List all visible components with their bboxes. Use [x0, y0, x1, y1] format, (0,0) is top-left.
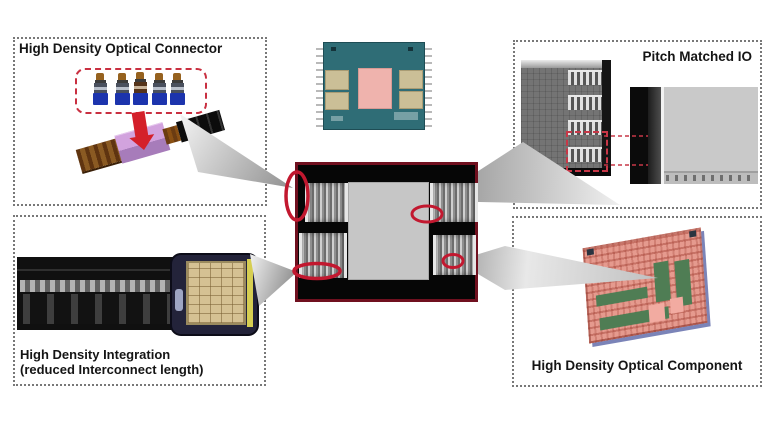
die-edge-strip — [247, 259, 253, 327]
interposer-board-photo — [323, 42, 425, 130]
die-photo — [170, 253, 259, 336]
board-fiducial — [331, 47, 336, 51]
connector-base — [92, 93, 108, 105]
connector-body — [115, 83, 129, 93]
io-photo-gray-bar — [648, 87, 661, 184]
io-comb-row — [568, 95, 603, 110]
connector-cap — [96, 73, 104, 80]
connector-collar — [171, 80, 183, 83]
callout-box-pitch-matched-io: Pitch Matched IO — [513, 40, 762, 209]
optical-connector-item — [151, 73, 167, 106]
board-pad-strip-right — [425, 47, 432, 127]
connector-collar — [153, 80, 165, 83]
highlight-ellipse-bottom-right — [441, 253, 465, 269]
connector-collar — [94, 80, 106, 83]
connector-body — [93, 83, 107, 93]
package-chiplet-bottom-right — [433, 235, 476, 275]
package-diagram — [295, 162, 478, 302]
callout-box-optical-component: High Density Optical Component — [512, 216, 762, 387]
connector-body — [133, 81, 147, 94]
highlight-ellipse-center-right — [410, 204, 444, 224]
connector-cap — [118, 73, 126, 80]
sem-right-edge — [602, 60, 611, 176]
connector-base — [169, 93, 185, 105]
chip-green-bar — [652, 260, 672, 303]
connector-base — [114, 93, 130, 105]
board-fiducial — [408, 47, 413, 51]
board-pad-strip-left — [316, 47, 323, 127]
io-photo-die-area — [664, 87, 758, 184]
optical-connector-item — [169, 73, 185, 106]
callout-box-optical-connector: High Density Optical Connector — [13, 37, 267, 206]
io-edge-photo — [630, 87, 758, 184]
box-title-integration-line1: High Density Integration — [20, 347, 171, 362]
chip-green-bar — [595, 286, 649, 307]
board-gold-pad — [399, 70, 423, 89]
chip-corner-dot — [586, 248, 594, 256]
board-gold-pad — [399, 91, 423, 109]
board-gold-pad — [325, 92, 349, 110]
connector-body — [152, 83, 166, 93]
chip-corner-dot — [689, 230, 697, 238]
connector-cap — [155, 73, 163, 80]
optical-connector-item — [114, 73, 130, 106]
io-photo-dark-bar — [630, 87, 648, 184]
cross-section-layer-line — [17, 269, 253, 271]
highlight-ellipse-left-edge — [284, 170, 310, 222]
connector-body — [170, 83, 184, 93]
die-photo-glint — [175, 289, 183, 311]
optical-connector-item — [92, 73, 108, 106]
connector-base — [132, 93, 148, 105]
box-title-optical-component: High Density Optical Component — [531, 358, 743, 373]
box-title-pitch-matched-io: Pitch Matched IO — [642, 49, 752, 64]
die-grid — [186, 261, 246, 325]
board-silkscreen-text — [331, 116, 343, 121]
io-comb-row — [568, 70, 603, 85]
box-title-integration-line2: (reduced Interconnect length) — [20, 362, 204, 378]
chip-pink-pad — [648, 303, 666, 324]
connector-collar — [116, 80, 128, 83]
fiber-chip-assembly — [75, 106, 226, 175]
board-gold-pad — [325, 70, 349, 90]
io-photo-pad-ticks — [666, 175, 756, 181]
package-chiplet-top-left — [305, 183, 348, 222]
board-silkscreen-text — [394, 112, 418, 120]
optical-component-photo — [582, 227, 708, 344]
package-center-die — [348, 182, 429, 280]
sem-top-band — [521, 60, 611, 68]
callout-box-integration: High Density Integration (reduced Interc… — [13, 215, 266, 386]
box-title-optical-connector: High Density Optical Connector — [19, 41, 223, 56]
connector-collar — [134, 78, 146, 82]
board-center-die — [358, 68, 392, 109]
io-highlight-rect — [566, 131, 608, 172]
chip-pink-pad — [669, 296, 684, 314]
fiber-ribbon — [175, 109, 226, 143]
cross-section-bump-row — [20, 280, 213, 292]
highlight-ellipse-bottom-left — [292, 261, 342, 281]
connector-cap — [173, 73, 181, 80]
connector-cap — [136, 72, 144, 79]
connector-base — [151, 93, 167, 105]
box-title-integration: High Density Integration (reduced Interc… — [20, 347, 203, 378]
io-photo-gap — [661, 87, 664, 184]
package-chiplet-bottom-left — [299, 233, 347, 278]
optical-connector-item — [132, 72, 148, 105]
package-chiplet-top-right — [430, 183, 478, 222]
